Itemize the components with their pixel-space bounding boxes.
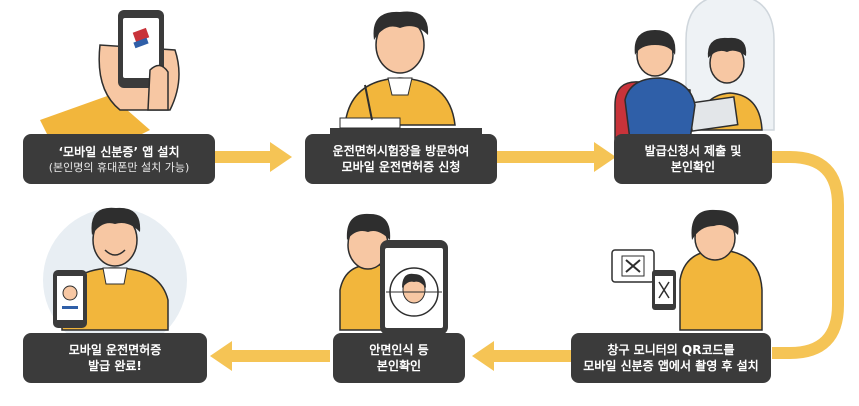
step-3-label: 발급신청서 제출 및 본인확인 [614, 134, 772, 184]
arrow-5-head [210, 341, 232, 371]
arrow-5-shaft [230, 350, 330, 362]
arrow-2-shaft [497, 151, 597, 163]
step-6-subtitle: 발급 완료! [88, 359, 142, 373]
arrow-4-head [472, 341, 494, 371]
curve-connector [772, 151, 844, 359]
step-4-label: 창구 모니터의 QR코드를 모바일 신분증 앱에서 촬영 후 설치 [571, 333, 771, 383]
pen-icon [364, 84, 373, 121]
step-1-label: ‘모바일 신분증’ 앱 설치 (본인명의 휴대폰만 설치 가능) [23, 134, 215, 184]
flow-arrows [210, 142, 616, 371]
step-5-label: 안면인식 등 본인확인 [333, 333, 465, 383]
arrow-2-head [594, 142, 616, 172]
step-4-title: 창구 모니터의 QR코드를 [607, 343, 735, 357]
step-5-title: 안면인식 등 [369, 343, 429, 357]
illustration-submit-form [614, 0, 775, 141]
step-5-subtitle: 본인확인 [376, 359, 422, 373]
step-2-title: 운전면허시험장을 방문하여 [332, 144, 470, 158]
arrow-4-shaft [491, 350, 591, 362]
step-2-subtitle: 모바일 운전면허증 신청 [341, 160, 461, 174]
step-1-subtitle: (본인명의 휴대폰만 설치 가능) [48, 160, 190, 174]
step-3-title: 발급신청서 제출 및 [644, 144, 742, 158]
qr-code-icon [625, 259, 641, 273]
illustration-issued [43, 207, 187, 352]
step-6-title: 모바일 운전면허증 [68, 343, 162, 357]
arrow-1-head [270, 142, 292, 172]
illustration-face-recognition [339, 213, 448, 335]
step-1-title: ‘모바일 신분증’ 앱 설치 [58, 144, 180, 159]
tablet-icon [687, 96, 739, 132]
step-2-label: 운전면허시험장을 방문하여 모바일 운전면허증 신청 [305, 134, 497, 184]
step-3-subtitle: 본인확인 [670, 160, 716, 174]
arrow-1-shaft [215, 151, 273, 163]
step-6-label: 모바일 운전면허증 발급 완료! [23, 333, 207, 383]
illustration-visit-center [330, 11, 482, 134]
illustration-scan-qr [611, 209, 763, 331]
step-4-subtitle: 모바일 신분증 앱에서 촬영 후 설치 [583, 359, 759, 373]
illustration-install-app [40, 10, 180, 140]
